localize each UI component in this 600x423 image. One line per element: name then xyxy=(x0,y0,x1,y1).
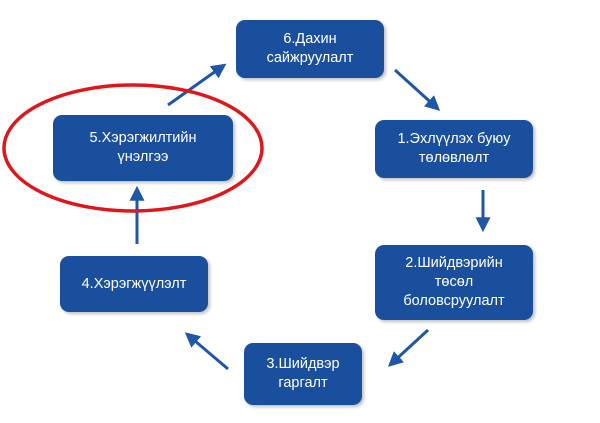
step-label: 4.Хэрэгжүүлэлт xyxy=(81,275,187,292)
step-box-5-evaluation: 5.Хэрэгжилтийн үнэлгээ xyxy=(53,115,233,181)
step-label: 6.Дахин сайжруулалт xyxy=(266,31,354,66)
step-box-2-drafting: 2.Шийдвэрийн төсөл боловсруулалт xyxy=(375,245,533,320)
step-label: 2.Шийдвэрийн төсөл боловсруулалт xyxy=(403,255,505,309)
step-box-3-decision: 3.Шийдвэр гаргалт xyxy=(244,343,362,405)
step-label: 3.Шийдвэр гаргалт xyxy=(266,356,340,391)
step-label: 5.Хэрэгжилтийн үнэлгээ xyxy=(89,130,197,165)
arrow-step3-to-step4 xyxy=(184,332,229,371)
step-label: 1.Эхлүүлэх буюу төлөвлөлт xyxy=(397,131,511,166)
arrow-step2-to-step3 xyxy=(387,328,430,367)
step-box-6-improvement: 6.Дахин сайжруулалт xyxy=(236,20,384,78)
step-box-4-implementation: 4.Хэрэгжүүлэлт xyxy=(60,256,208,312)
arrow-step5-to-step6 xyxy=(167,63,227,107)
arrow-step6-to-step1 xyxy=(393,68,441,111)
step-box-1-planning: 1.Эхлүүлэх буюу төлөвлөлт xyxy=(375,120,533,178)
